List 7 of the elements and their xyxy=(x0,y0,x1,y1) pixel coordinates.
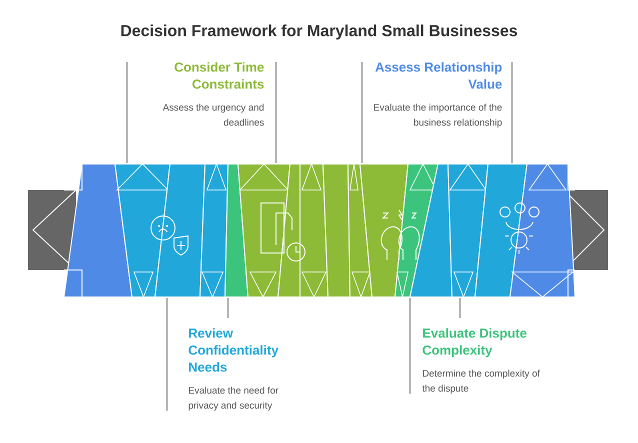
callout-text: Evaluate Dispute Complexity Determine the complexity of the dispute xyxy=(422,328,540,394)
leader-line xyxy=(166,298,168,412)
callout-text: Consider Time Constraints Assess the urgency and deadlines xyxy=(162,62,264,126)
title: Decision Framework for Maryland Small Businesses xyxy=(121,24,518,40)
callout-text: Assess Relationship Value Evaluate the importance of the business relationship xyxy=(374,62,502,128)
leader-line xyxy=(126,62,128,164)
callout-text: Review Confidentiality Needs Evaluate the need for privacy and security xyxy=(188,328,278,411)
